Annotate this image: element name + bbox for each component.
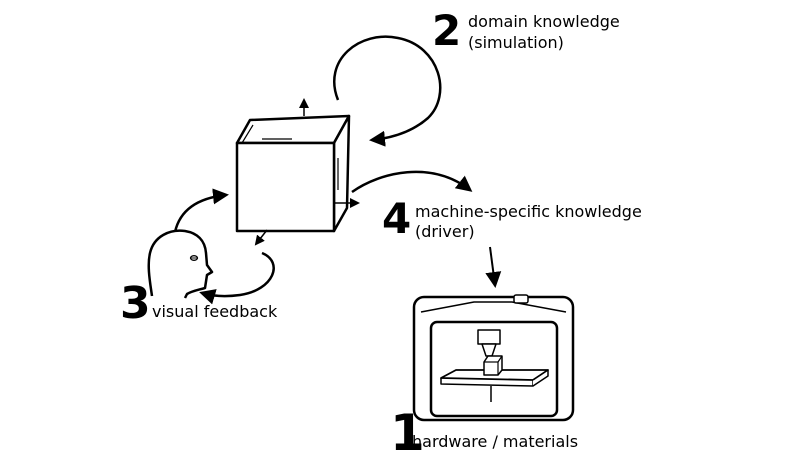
head-to-cube-arrow: [173, 188, 229, 233]
step-3-title: visual feedback: [152, 302, 278, 321]
step-3-number: 3: [120, 278, 151, 329]
simulation-loop-arrow: [333, 35, 442, 147]
step-2-number: 2: [432, 6, 462, 55]
step-2-subtitle: (simulation): [468, 33, 564, 52]
step-4-number: 4: [382, 194, 412, 243]
cube-to-head-arrow: [199, 251, 275, 305]
step-4-subtitle: (driver): [415, 222, 475, 241]
3d-printer-icon: [412, 294, 575, 422]
step-1-number: 1: [390, 404, 425, 462]
human-head-icon: [147, 229, 214, 299]
step-1-title: hardware / materials: [412, 432, 579, 451]
cube-to-driver-arrow: [351, 170, 473, 194]
cube-icon: [235, 114, 351, 233]
step-2-title: domain knowledge: [468, 12, 620, 31]
axis-arrows: [254, 98, 360, 246]
driver-to-printer-arrow: [485, 246, 502, 288]
step-4-title: machine-specific knowledge: [415, 202, 642, 221]
